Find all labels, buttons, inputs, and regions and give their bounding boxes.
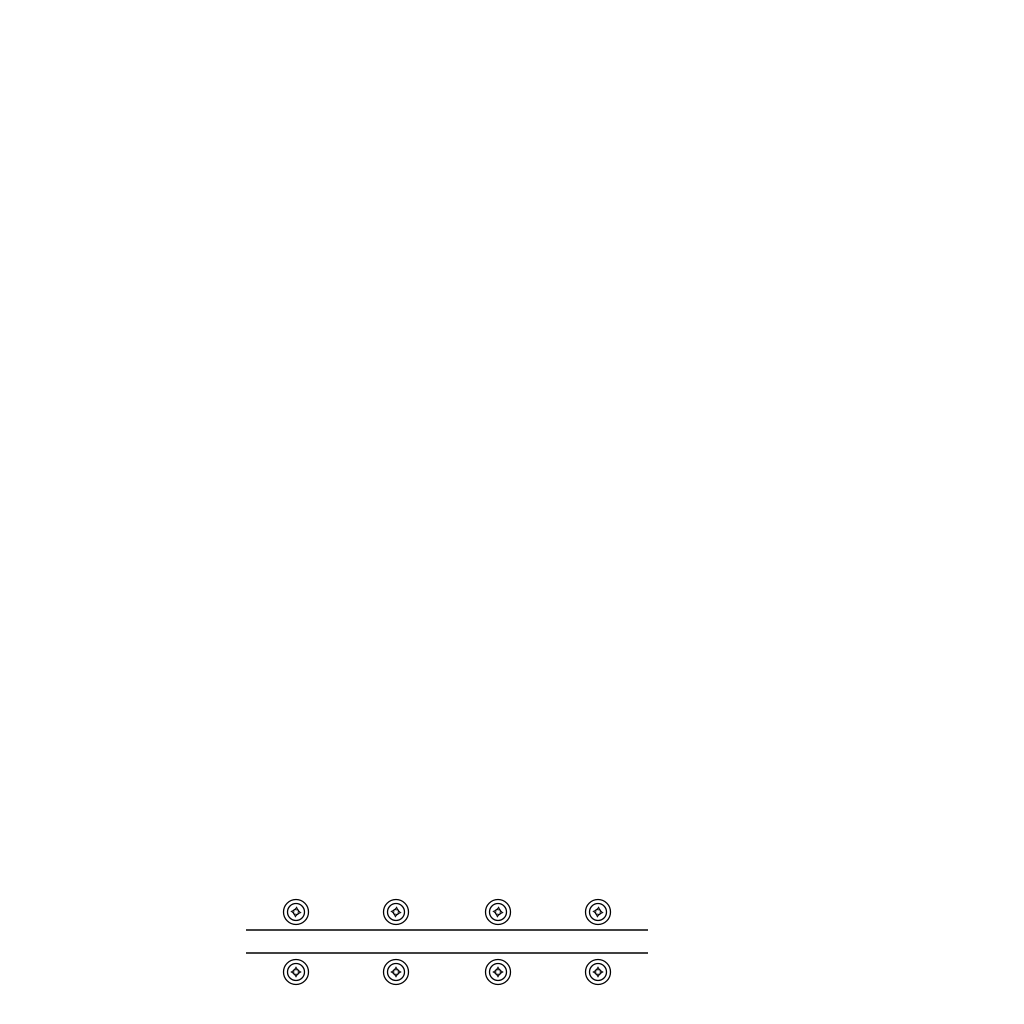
screw-outer-ring [282,958,310,986]
bottom-row [282,958,612,986]
screw-outer-ring [484,958,512,986]
screw-inner-ring [286,962,306,982]
rails [246,929,648,954]
screw-head-icon [382,958,410,986]
screw-inner-ring [488,902,508,922]
screw-center [495,909,501,915]
screw-center [595,909,601,915]
screw-head-icon [282,898,310,926]
screw-center [393,909,399,915]
screw-center [393,969,399,975]
screw-recess [390,906,402,918]
screw-center [293,969,299,975]
screw-head-icon [584,898,612,926]
screw-recess [390,966,402,978]
screw-outer-ring [584,958,612,986]
screw-head-icon [584,958,612,986]
screw-recess [592,906,604,918]
screw-center [495,969,501,975]
screw-inner-ring [588,962,608,982]
screw-outer-ring [484,898,512,926]
screw-recess [290,966,302,978]
screw-head-icon [282,958,310,986]
screw-heads [282,898,612,986]
screw-recess [492,966,504,978]
top-row [282,898,612,926]
screw-recess [290,906,302,918]
screw-inner-ring [386,962,406,982]
screw-center [293,909,299,915]
screw-center [595,969,601,975]
screw-outer-ring [282,898,310,926]
screw-inner-ring [286,902,306,922]
screw-head-icon [484,958,512,986]
screw-head-icon [484,898,512,926]
screw-outer-ring [382,958,410,986]
screw-recess [492,906,504,918]
screw-outer-ring [584,898,612,926]
screw-inner-ring [588,902,608,922]
screw-inner-ring [488,962,508,982]
screw-inner-ring [386,902,406,922]
screw-recess [592,966,604,978]
screw-outer-ring [382,898,410,926]
screw-head-icon [382,898,410,926]
